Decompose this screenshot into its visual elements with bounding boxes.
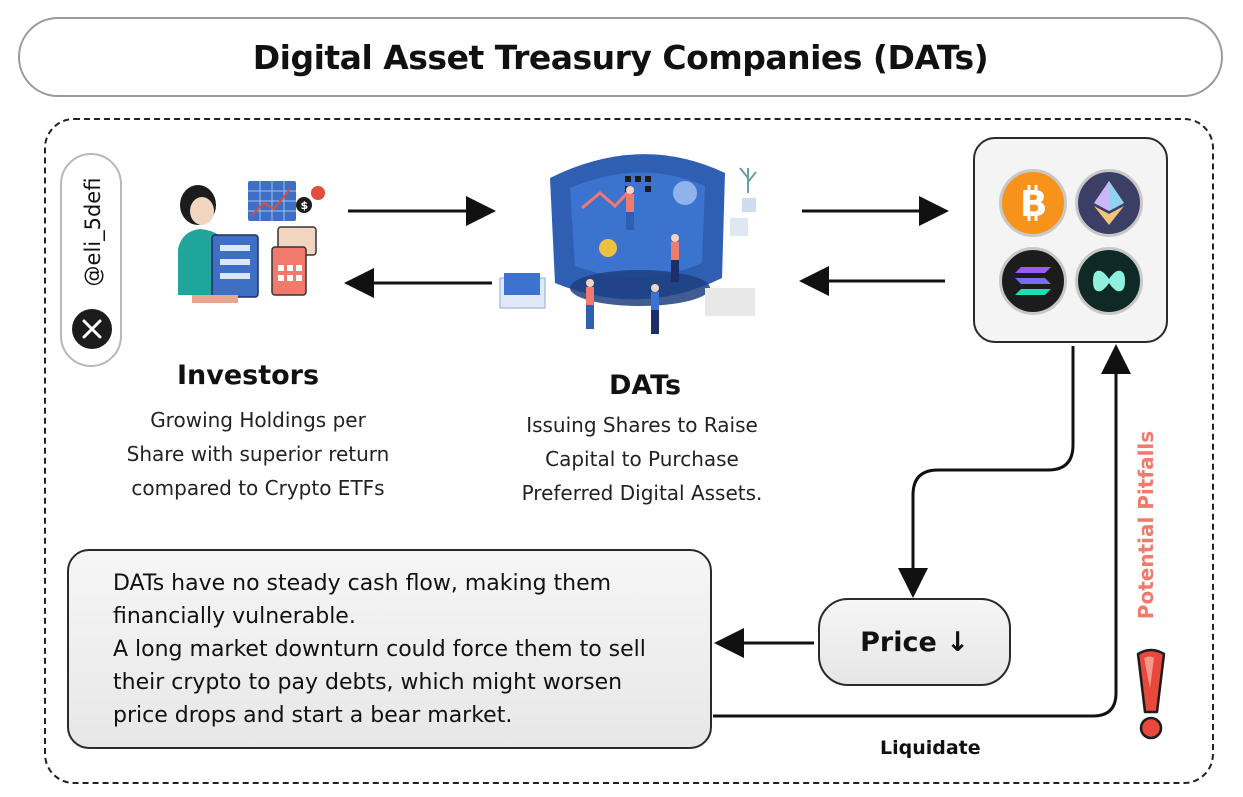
investor-illustration-icon: $: [178, 181, 325, 303]
solana-icon: [999, 247, 1067, 315]
svg-text:$: $: [301, 199, 309, 212]
ethereum-icon: [1075, 169, 1143, 237]
arrow-assets-to-price: [898, 346, 1075, 598]
dats-title: DATs: [608, 370, 682, 401]
page-title: Digital Asset Treasury Companies (DATs): [252, 37, 989, 77]
pitfall-line-5: price drops and start a bear market.: [113, 703, 513, 728]
investors-title: Investors: [176, 360, 320, 391]
liquidate-label: Liquidate: [880, 737, 981, 759]
dats-description: Issuing Shares to Raise Capital to Purch…: [521, 413, 763, 505]
title-banner: Digital Asset Treasury Companies (DATs): [18, 17, 1223, 97]
investors-description: Growing Holdings per Share with superior…: [126, 408, 390, 500]
pitfall-line-4: their crypto to pay debts, which might w…: [113, 670, 623, 695]
pitfall-line-3: A long market downturn could force them …: [113, 637, 646, 662]
pitfall-description-box: DATs have no steady cash flow, making th…: [67, 549, 712, 749]
crypto-assets-box: B: [973, 137, 1168, 343]
svg-text:B: B: [1020, 184, 1047, 223]
price-label: Price ↓: [860, 626, 969, 658]
pitfall-line-2: financially vulnerable.: [113, 604, 356, 629]
diagram-frame: [44, 118, 1214, 784]
dats-illustration-icon: [499, 154, 757, 334]
arrow-liquidate-to-assets: [713, 344, 1131, 718]
warning-exclamation-icon: [1136, 648, 1166, 740]
price-down-box: Price ↓: [818, 598, 1011, 686]
x-logo-icon: [72, 309, 112, 349]
hyperliquid-icon: [1075, 247, 1143, 315]
pitfall-line-1: DATs have no steady cash flow, making th…: [113, 571, 612, 596]
bitcoin-icon: B: [999, 169, 1067, 237]
potential-pitfalls-label: Potential Pitfalls: [1134, 430, 1158, 620]
